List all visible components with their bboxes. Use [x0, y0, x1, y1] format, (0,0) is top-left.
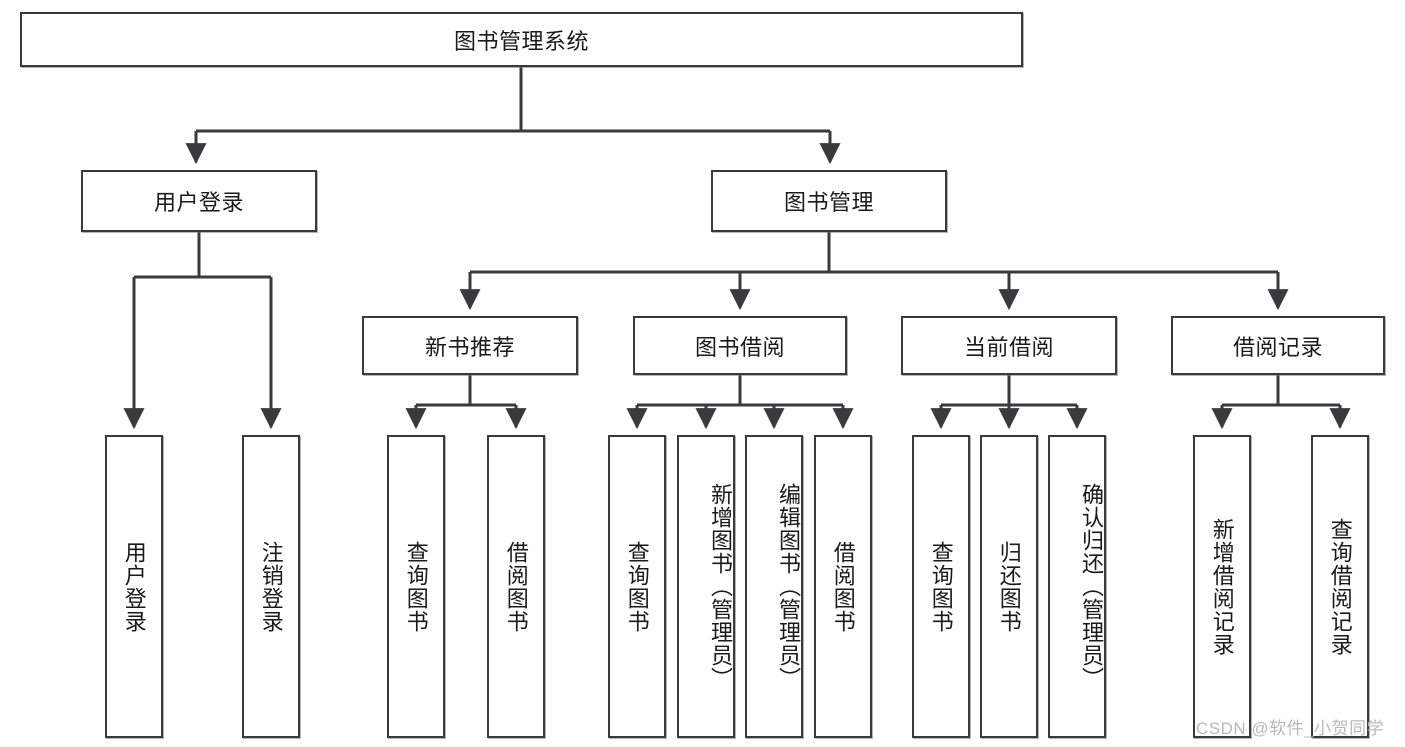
node-leaf-query-book-1[interactable]: 查询图书: [387, 435, 445, 738]
node-label: 查询图书: [403, 540, 429, 633]
node-label: 注销登录: [258, 540, 284, 633]
node-new-book-recommend[interactable]: 新书推荐: [362, 316, 578, 375]
node-leaf-borrow-book-1[interactable]: 借阅图书: [487, 435, 545, 738]
node-leaf-add-book-admin[interactable]: 新增图书（管理员）: [677, 435, 735, 738]
node-leaf-edit-book-admin[interactable]: 编辑图书（管理员）: [745, 435, 803, 738]
node-label: 借阅图书: [830, 540, 856, 633]
node-root-library-system[interactable]: 图书管理系统: [20, 12, 1023, 67]
node-leaf-return-book[interactable]: 归还图书: [980, 435, 1038, 738]
node-label: 用户登录: [121, 540, 147, 633]
node-label: 编辑图书（管理员）: [776, 483, 801, 690]
node-leaf-query-book-3[interactable]: 查询图书: [912, 435, 970, 738]
node-label: 当前借阅: [963, 334, 1054, 360]
node-label: 归还图书: [996, 540, 1022, 633]
node-current-borrow[interactable]: 当前借阅: [901, 316, 1117, 375]
node-book-borrow[interactable]: 图书借阅: [633, 316, 847, 375]
node-leaf-query-book-2[interactable]: 查询图书: [608, 435, 666, 738]
csdn-watermark: CSDN @软件_小贺同学: [1196, 719, 1385, 738]
node-label: 借阅图书: [503, 540, 529, 633]
node-book-management[interactable]: 图书管理: [711, 170, 947, 232]
node-label: 确认归还（管理员）: [1079, 483, 1104, 690]
node-label: 用户登录: [153, 190, 244, 215]
node-label: 查询图书: [928, 540, 954, 633]
node-label: 查询图书: [624, 540, 650, 633]
node-label: 新增图书（管理员）: [708, 483, 733, 690]
node-label: 查询借阅记录: [1327, 517, 1353, 656]
node-label: 图书借阅: [694, 334, 785, 360]
node-label: 图书管理: [783, 190, 874, 215]
node-label: 图书管理系统: [453, 28, 589, 54]
node-user-login[interactable]: 用户登录: [81, 170, 317, 232]
node-label: 新增借阅记录: [1209, 517, 1235, 656]
node-leaf-query-borrow-record[interactable]: 查询借阅记录: [1311, 435, 1369, 738]
node-borrow-record[interactable]: 借阅记录: [1171, 316, 1385, 375]
node-leaf-confirm-return-admin[interactable]: 确认归还（管理员）: [1048, 435, 1106, 738]
node-leaf-logout-login[interactable]: 注销登录: [242, 435, 300, 738]
node-leaf-add-borrow-record[interactable]: 新增借阅记录: [1193, 435, 1251, 738]
node-leaf-borrow-book-2[interactable]: 借阅图书: [814, 435, 872, 738]
node-label: 新书推荐: [424, 334, 515, 360]
node-label: 借阅记录: [1232, 334, 1323, 360]
node-leaf-user-login[interactable]: 用户登录: [105, 435, 163, 738]
